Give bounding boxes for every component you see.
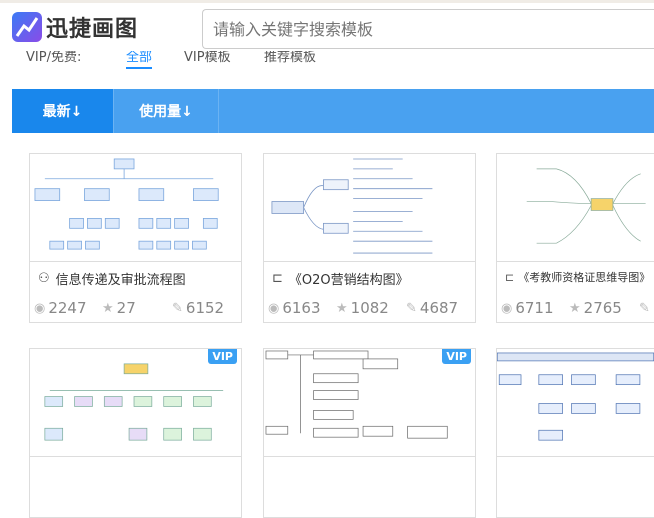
template-thumbnail: VIP <box>264 349 475 457</box>
filter-recommended[interactable]: 推荐模板 <box>264 50 317 65</box>
vip-badge: VIP <box>442 349 471 364</box>
eye-icon: ◉ <box>268 300 280 316</box>
card-title: 《O2O营销结构图》 <box>288 273 409 288</box>
edit-icon: ✎ <box>639 300 650 316</box>
filter-all[interactable]: 全部 <box>126 46 153 69</box>
vip-filter: VIP/免费: 全部 VIP模板 推荐模板 <box>26 46 346 69</box>
app-name: 迅捷画图 <box>46 17 139 42</box>
eye-icon: ◉ <box>501 300 513 316</box>
filter-label: VIP/免费: <box>26 50 82 65</box>
star-count: 2765 <box>583 299 622 317</box>
star-count: 27 <box>116 299 136 317</box>
mindmap-icon: ⊏ <box>505 270 515 284</box>
template-card[interactable]: VIP <box>263 348 476 518</box>
card-title: 《考教师资格证思维导图》 <box>518 271 651 284</box>
template-card[interactable] <box>496 348 654 518</box>
logo-icon <box>12 12 42 42</box>
filter-vip[interactable]: VIP模板 <box>184 50 231 65</box>
star-count: 1082 <box>350 299 389 317</box>
template-card[interactable]: VIP <box>29 348 242 518</box>
view-count: 2247 <box>48 299 87 317</box>
sort-bar: 最新↓ 使用量↓ <box>12 89 654 133</box>
top-border <box>0 0 654 3</box>
header: 迅捷画图 <box>0 3 654 51</box>
template-card[interactable]: ⊏ 《O2O营销结构图》 ◉6163 ★1082 ✎4687 <box>263 153 476 323</box>
edit-count: 6152 <box>185 299 225 317</box>
template-thumbnail <box>30 154 241 262</box>
search-input[interactable] <box>202 9 654 49</box>
sort-usage[interactable]: 使用量↓ <box>114 89 219 133</box>
card-title: 信息传递及审批流程图 <box>55 273 186 288</box>
template-thumbnail <box>497 154 654 262</box>
edit-count: 4687 <box>419 299 459 317</box>
edit-icon: ✎ <box>406 300 417 316</box>
logo[interactable]: 迅捷画图 <box>12 11 138 43</box>
view-count: 6711 <box>515 299 554 317</box>
star-icon: ★ <box>336 300 348 316</box>
template-card[interactable]: ⊏《考教师资格证思维导图》 ◉6711 ★2765 ✎ <box>496 153 654 323</box>
eye-icon: ◉ <box>34 300 46 316</box>
vip-badge: VIP <box>208 349 237 364</box>
star-icon: ★ <box>102 300 114 316</box>
template-thumbnail <box>497 349 654 457</box>
template-card[interactable]: ⚇ 信息传递及审批流程图 ◉2247 ★27 ✎6152 <box>29 153 242 323</box>
template-thumbnail <box>264 154 475 262</box>
org-chart-icon: ⚇ <box>38 271 50 286</box>
mindmap-icon: ⊏ <box>272 271 283 286</box>
edit-icon: ✎ <box>172 300 183 316</box>
star-icon: ★ <box>569 300 581 316</box>
template-thumbnail: VIP <box>30 349 241 457</box>
sort-newest[interactable]: 最新↓ <box>12 89 114 133</box>
view-count: 6163 <box>282 299 321 317</box>
